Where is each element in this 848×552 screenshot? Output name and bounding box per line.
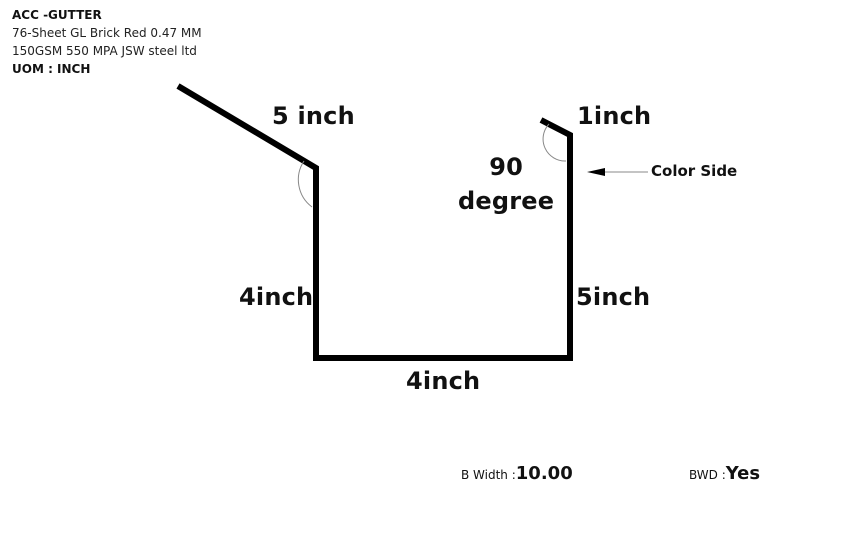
bwd-field: BWD :Yes xyxy=(689,463,760,484)
slope-dimension-label: 5 inch xyxy=(272,102,355,130)
bwd-value: Yes xyxy=(725,463,761,484)
unit-of-measure: UOM : INCH xyxy=(12,62,91,76)
color-side-label: Color Side xyxy=(651,162,738,180)
specification-header: ACC -GUTTER 76-Sheet GL Brick Red 0.47 M… xyxy=(12,6,202,78)
lip-dimension-label: 1inch xyxy=(577,102,652,130)
gutter-profile-line xyxy=(176,83,573,361)
blank-width-label: B Width : xyxy=(461,468,516,482)
left-wall-dimension-label: 4inch xyxy=(239,283,314,311)
right-wall-dimension-label: 5inch xyxy=(576,283,651,311)
material-line-1: 76-Sheet GL Brick Red 0.47 MM xyxy=(12,26,202,40)
blank-width-field: B Width :10.00 xyxy=(461,463,573,484)
blank-width-value: 10.00 xyxy=(515,463,573,484)
slope-angle-arc xyxy=(297,160,313,208)
bottom-dimension-label: 4inch xyxy=(406,367,481,395)
color-side-arrow-head xyxy=(587,168,605,176)
lip-angle-arc xyxy=(542,123,567,162)
angle-value: 90 xyxy=(489,153,524,181)
angle-dimension-label: 90 degree xyxy=(458,150,554,218)
angle-unit: degree xyxy=(458,187,555,215)
material-line-2: 150GSM 550 MPA JSW steel ltd xyxy=(12,44,197,58)
product-title: ACC -GUTTER xyxy=(12,8,102,22)
bwd-label: BWD : xyxy=(689,468,726,482)
